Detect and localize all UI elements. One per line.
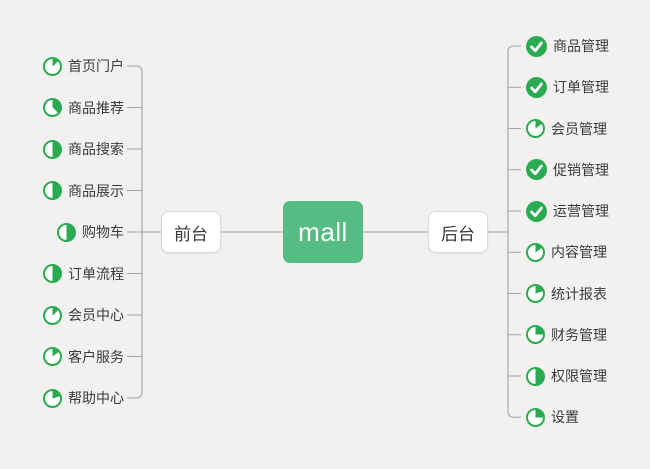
mindmap-topic[interactable]: 首页门户 — [43, 54, 124, 78]
topic-label: 内容管理 — [551, 244, 607, 261]
topic-label: 商品展示 — [68, 182, 124, 199]
mindmap-topic[interactable]: 会员中心 — [43, 303, 124, 327]
topic-label: 订单流程 — [68, 265, 124, 282]
pie-progress-icon — [526, 407, 545, 427]
mindmap-topic[interactable]: 会员管理 — [526, 117, 607, 141]
check-icon — [526, 35, 547, 57]
topic-label: 帮助中心 — [68, 390, 124, 406]
root-node-mall[interactable]: mall — [283, 201, 363, 263]
mindmap-topic[interactable]: 订单管理 — [526, 75, 609, 99]
mindmap-topic[interactable]: 商品展示 — [43, 179, 124, 203]
pie-progress-icon — [526, 366, 545, 386]
topic-label: 商品搜索 — [68, 141, 124, 157]
mindmap-topic[interactable]: 帮助中心 — [43, 386, 124, 410]
back-branch-node[interactable]: 后台 — [428, 211, 488, 253]
front-branch-node[interactable]: 前台 — [161, 211, 221, 253]
pie-progress-icon — [43, 181, 62, 200]
pie-progress-icon — [43, 305, 62, 325]
mindmap-topic[interactable]: 统计报表 — [526, 282, 607, 306]
topic-label: 购物车 — [82, 224, 124, 240]
topic-label: 权限管理 — [551, 368, 607, 384]
pie-progress-icon — [526, 119, 545, 138]
pie-progress-icon — [43, 347, 62, 366]
mindmap-topic[interactable]: 促销管理 — [526, 158, 609, 182]
mindmap-topic[interactable]: 内容管理 — [526, 240, 607, 264]
mindmap-topic[interactable]: 购物车 — [57, 220, 124, 244]
mindmap-topic[interactable]: 商品搜索 — [43, 137, 124, 161]
pie-progress-icon — [43, 98, 62, 117]
topic-label: 运营管理 — [553, 203, 609, 219]
check-icon — [526, 200, 547, 222]
topic-label: 统计报表 — [551, 285, 607, 302]
topic-label: 首页门户 — [68, 58, 124, 74]
topic-label: 商品推荐 — [68, 99, 124, 116]
mindmap-topic[interactable]: 客户服务 — [43, 345, 124, 369]
pie-progress-icon — [526, 284, 545, 303]
topic-label: 订单管理 — [553, 79, 609, 96]
pie-progress-icon — [526, 325, 545, 345]
pie-progress-icon — [57, 222, 76, 242]
pie-progress-icon — [43, 264, 62, 283]
pie-progress-icon — [43, 388, 62, 408]
mindmap-topic[interactable]: 商品管理 — [526, 34, 609, 58]
mindmap-topic[interactable]: 订单流程 — [43, 262, 124, 286]
topic-label: 设置 — [551, 409, 579, 426]
mindmap-topic[interactable]: 运营管理 — [526, 199, 609, 223]
mindmap-topic[interactable]: 财务管理 — [526, 323, 607, 347]
topic-label: 财务管理 — [551, 326, 607, 343]
pie-progress-icon — [43, 139, 62, 159]
topic-label: 会员中心 — [68, 307, 124, 323]
topic-label: 促销管理 — [553, 161, 609, 178]
check-icon — [526, 159, 547, 181]
mindmap-topic[interactable]: 商品推荐 — [43, 96, 124, 120]
topic-label: 商品管理 — [553, 38, 609, 54]
mindmap-topic[interactable]: 设置 — [526, 405, 579, 429]
topic-label: 客户服务 — [68, 348, 124, 365]
pie-progress-icon — [43, 56, 62, 76]
pie-progress-icon — [526, 242, 545, 262]
check-icon — [526, 76, 547, 98]
topic-label: 会员管理 — [551, 120, 607, 137]
mindmap-topic[interactable]: 权限管理 — [526, 364, 607, 388]
